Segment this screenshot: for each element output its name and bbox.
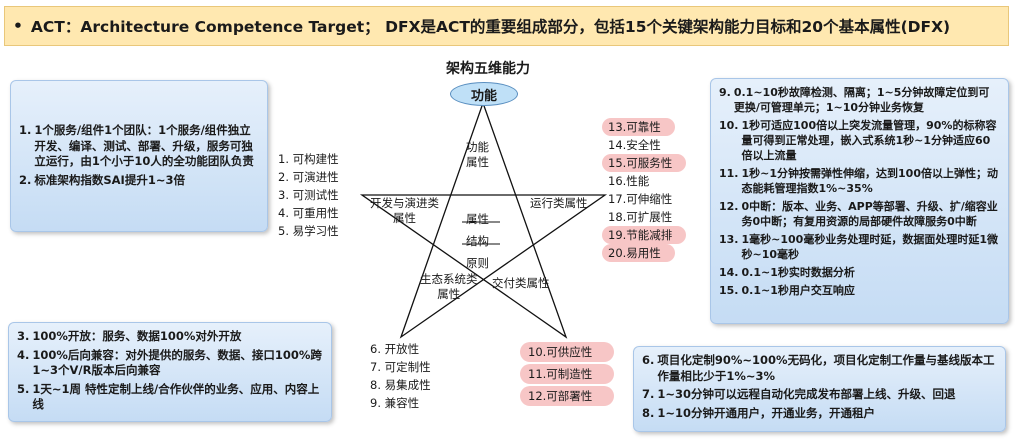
vertex-label-top-text: 功能 属性 [466,140,489,169]
target-text: 0.1~1秒实时数据分析 [741,266,855,279]
target-number: 8. [642,405,655,420]
target-row: 10. 1秒可适应100倍以上突发流量管理，90%的标称容量可得到正常处理，嵌入… [719,118,1000,163]
list-item: 6. 开放性 [370,342,420,356]
target-row: 1. 1个服务/组件1个团队：1个服务/组件独立开发、编译、测试、部署、升级，服… [19,123,259,170]
vertex-label-bottom-right-text: 交付类属性 [492,276,550,290]
vertex-label-right-text: 运行类属性 [530,196,588,210]
list-item: 2. 可演进性 [278,170,339,184]
target-row: 4. 100%后向兼容：对外提供的服务、数据、接口100%跨1~3个V/R版本后… [17,348,323,379]
target-number: 2. [19,172,32,187]
center-labels: 属性 结构 原则 [466,208,489,274]
list-item: 8. 易集成性 [370,378,431,392]
list-item: 10.可供应性 [520,342,614,362]
target-text: 100%后向兼容：对外提供的服务、数据、接口100%跨1~3个V/R版本后向兼容 [32,347,322,378]
target-row: 6. 项目化定制90%~100%无码化，项目化定制工作量与基线版本工作量相比少于… [642,353,997,384]
banner-text: ACT：Architecture Competence Target； DFX是… [30,18,951,36]
target-number: 9. [719,86,731,99]
target-text: 标准架构指数SAI提升1~3倍 [34,172,185,187]
list-item: 17.可伸缩性 [608,192,673,206]
list-item: 4. 可重用性 [278,206,339,220]
list-item: 18.可扩展性 [608,210,673,224]
function-pill: 功能 [450,82,518,106]
diagram-title: 架构五维能力 [446,61,530,77]
target-text: 1毫秒~100毫秒业务处理时延，数据面处理时延1微秒~10毫秒 [741,233,998,261]
list-item: 7. 可定制性 [370,360,431,374]
target-number: 3. [17,329,30,343]
list-item: 3. 可测试性 [278,188,339,202]
vertex-label-bottom-left-text: 生态系统类 属性 [420,272,478,301]
star-outline [359,101,608,339]
target-text: 100%开放：服务、数据100%对外开放 [32,329,242,343]
vertex-label-top: 功能 属性 [466,140,489,170]
center-label-3: 原则 [466,256,489,270]
target-number: 1. [19,123,32,137]
target-number: 5. [17,381,30,396]
vertex-label-left: 开发与演进类 属性 [370,196,439,226]
top-banner: • ACT：Architecture Competence Target； DF… [4,6,1009,46]
list-item: 15.可服务性 [602,154,687,172]
vertex-label-right: 运行类属性 [530,196,588,211]
list-item: 5. 易学习性 [278,224,339,238]
list-item: 16.性能 [608,174,650,188]
target-row: 7. 1~30分钟可以远程自动化完成发布部署上线、升级、回退 [642,387,997,403]
target-text: 1秒~1分钟按需弹性伸缩，达到100倍以上弹性；动态能耗管理指数1%~35% [741,167,998,195]
list-item: 13.可靠性 [602,118,675,136]
target-number: 6. [642,353,655,367]
delivery-attribute-list: 10.可供应性 11.可制造性 12.可部署性 [520,342,614,408]
list-item: 14.安全性 [608,138,661,152]
target-text: 1~10分钟开通用户，开通业务，开通租户 [657,405,876,420]
target-row: 15. 0.1~1秒用户交互响应 [719,283,1000,298]
list-item: 9. 兼容性 [370,396,420,410]
banner-bullet: • [13,17,23,35]
target-text: 1~30分钟可以远程自动化完成发布部署上线、升级、回退 [657,387,956,401]
panel-runtime-targets: 9. 0.1~10秒故障检测、隔离；1~5分钟故障定位到可更换/可管理单元；1~… [710,78,1009,324]
target-text: 1个服务/组件1个团队：1个服务/组件独立开发、编译、测试、部署、升级，服务可独… [34,123,254,168]
target-row: 11. 1秒~1分钟按需弹性伸缩，达到100倍以上弹性；动态能耗管理指数1%~3… [719,166,1000,196]
target-number: 14. [719,266,739,279]
target-text: 0.1~1秒用户交互响应 [741,284,855,297]
center-label-2: 结构 [466,234,489,248]
target-row: 12. 0中断：版本、业务、APP等部署、升级、扩/缩容业务0中断；有复用资源的… [719,199,1000,229]
target-row: 5. 1天~1周 特性定制上线/合作伙伴的业务、应用、内容上线 [17,382,323,413]
target-text: 项目化定制90%~100%无码化，项目化定制工作量与基线版本工作量相比少于1%~… [657,353,995,383]
list-item: 12.可部署性 [520,386,614,406]
list-item: 11.可制造性 [520,364,614,384]
panel-delivery-targets: 6. 项目化定制90%~100%无码化，项目化定制工作量与基线版本工作量相比少于… [633,346,1006,432]
list-item: 1. 可构建性 [278,152,339,166]
target-row: 13. 1毫秒~100毫秒业务处理时延，数据面处理时延1微秒~10毫秒 [719,232,1000,262]
target-number: 11. [719,167,739,180]
left-attribute-list: 1. 可构建性 2. 可演进性 3. 可测试性 4. 可重用性 5. 易学习性 [278,150,339,240]
target-number: 10. [719,119,739,132]
panel-ecosystem-targets: 3. 100%开放：服务、数据100%对外开放 4. 100%后向兼容：对外提供… [8,322,332,422]
target-row: 2. 标准架构指数SAI提升1~3倍 [19,173,259,189]
target-text: 0中断：版本、业务、APP等部署、升级、扩/缩容业务0中断；有复用资源的局部硬件… [741,200,998,228]
vertex-label-bottom-left: 生态系统类 属性 [420,272,478,302]
bottom-attribute-list: 6. 开放性 7. 可定制性 8. 易集成性 9. 兼容性 [370,340,431,412]
center-label-1: 属性 [466,212,489,226]
target-number: 7. [642,387,655,401]
target-row: 9. 0.1~10秒故障检测、隔离；1~5分钟故障定位到可更换/可管理单元；1~… [719,85,1000,115]
panel-development-targets: 1. 1个服务/组件1个团队：1个服务/组件独立开发、编译、测试、部署、升级，服… [10,80,268,232]
target-text: 1秒可适应100倍以上突发流量管理，90%的标称容量可得到正常处理，嵌入式系统1… [741,119,997,162]
target-row: 8. 1~10分钟开通用户，开通业务，开通租户 [642,406,997,422]
list-item: 19.节能减排 [602,226,687,244]
vertex-label-left-text: 开发与演进类 属性 [370,196,439,225]
target-row: 14. 0.1~1秒实时数据分析 [719,265,1000,280]
target-number: 13. [719,233,739,246]
runtime-attribute-list: 13.可靠性 14.安全性 15.可服务性 16.性能 17.可伸缩性 18.可… [602,118,687,262]
target-row: 3. 100%开放：服务、数据100%对外开放 [17,329,323,345]
target-text: 0.1~10秒故障检测、隔离；1~5分钟故障定位到可更换/可管理单元；1~10分… [733,86,990,114]
target-text: 1天~1周 特性定制上线/合作伙伴的业务、应用、内容上线 [32,381,320,412]
target-number: 12. [719,200,739,213]
list-item: 20.易用性 [602,244,675,262]
target-number: 4. [17,347,30,362]
target-number: 15. [719,284,739,297]
vertex-label-bottom-right: 交付类属性 [492,276,550,291]
